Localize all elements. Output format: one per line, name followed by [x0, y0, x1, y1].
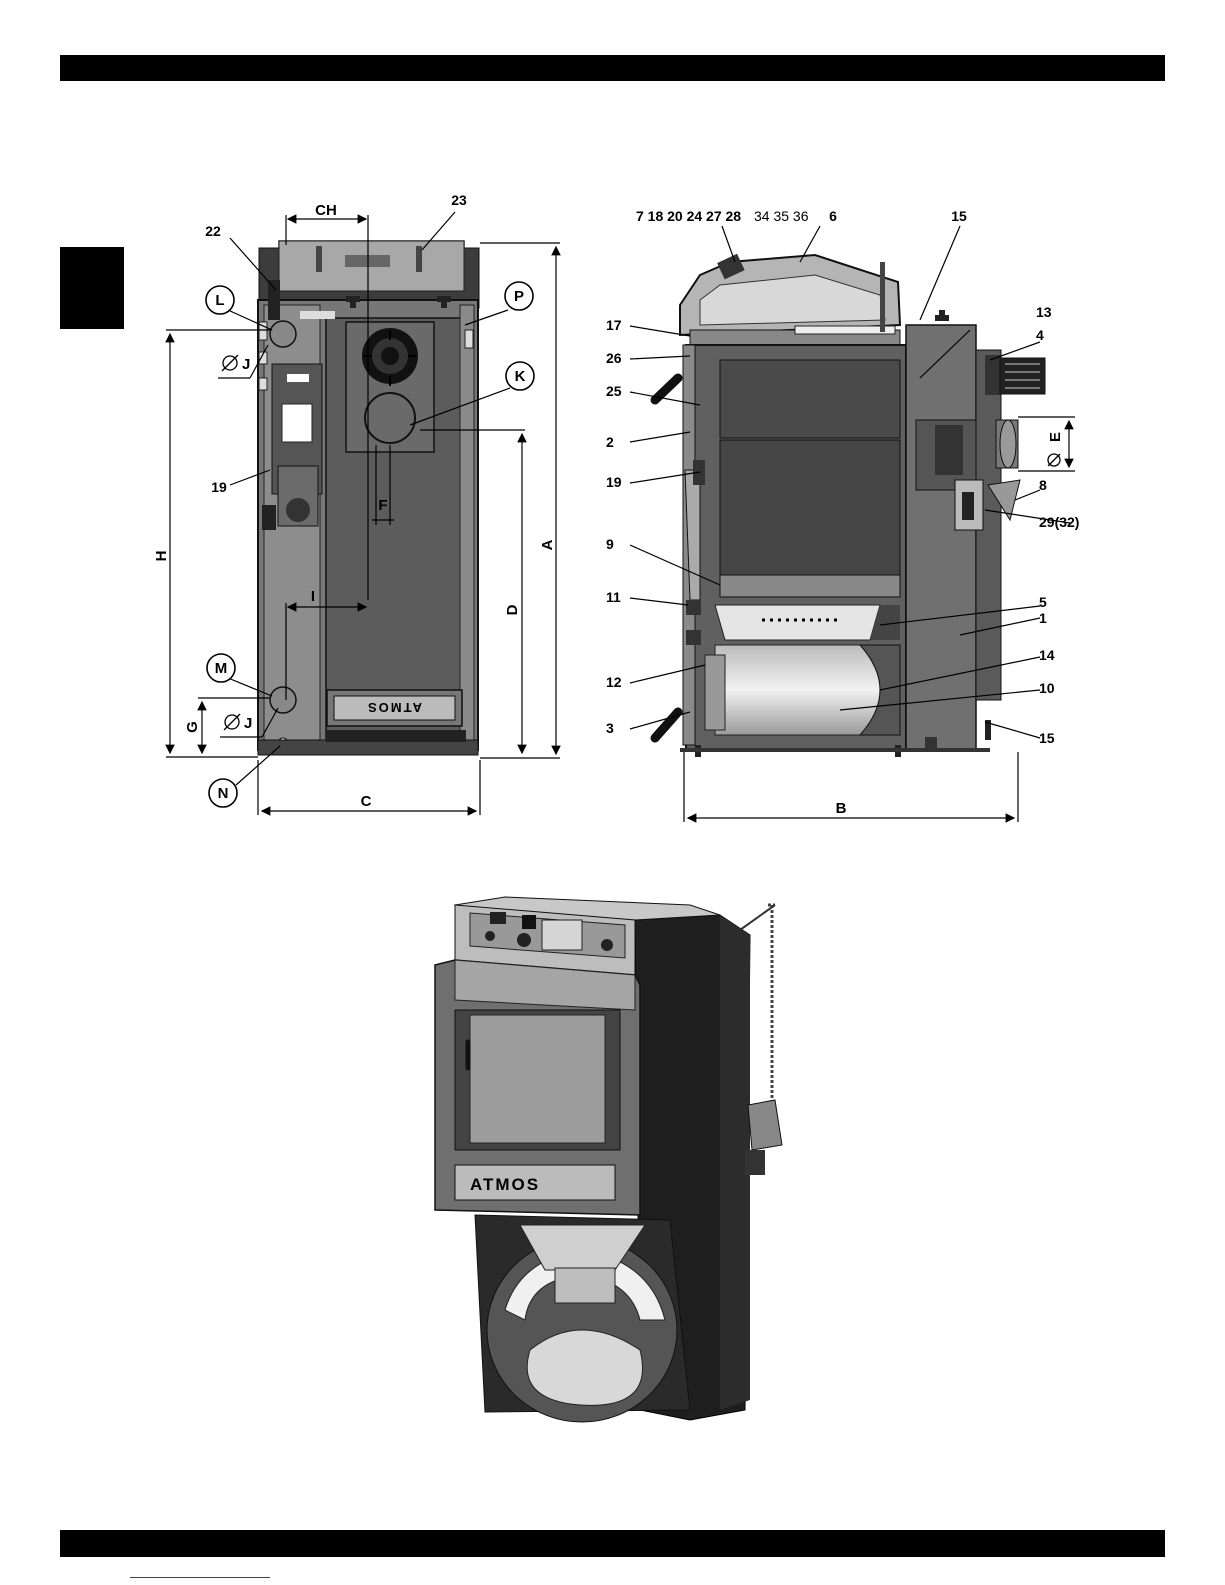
dim-ch: CH: [315, 202, 337, 219]
svg-text:L: L: [215, 292, 224, 309]
callout-5: 5: [1039, 594, 1047, 610]
callout-22: 22: [205, 223, 221, 239]
dim-c: C: [361, 793, 372, 810]
callout-3: 3: [606, 720, 614, 736]
perspective-brand-text: ATMOS: [470, 1175, 540, 1194]
callout-8: 8: [1039, 477, 1047, 493]
dim-j-bottom: J: [244, 715, 252, 732]
svg-text:N: N: [218, 785, 229, 802]
callout-top-group-bold: 7 18 20 24 27 28: [636, 208, 741, 224]
callout-6: 6: [829, 208, 837, 224]
callout-15-bottom: 15: [1039, 730, 1055, 746]
callout-15-top: 15: [951, 208, 967, 224]
svg-text:P: P: [514, 288, 524, 305]
callout-12: 12: [606, 674, 622, 690]
callout-10: 10: [1039, 680, 1055, 696]
callout-19-front: 19: [211, 479, 227, 495]
dim-b: B: [836, 800, 847, 817]
callout-11: 11: [606, 589, 621, 605]
diameter-j-top: J: [222, 355, 250, 373]
callout-top-group-normal: 34 35 36: [754, 208, 809, 224]
callout-29-32: 29(32): [1039, 514, 1079, 530]
dim-e: E: [1047, 432, 1064, 442]
callout-9: 9: [606, 536, 614, 552]
diameter-e: E: [1047, 432, 1064, 466]
dim-g: G: [184, 721, 201, 733]
circle-p: P: [505, 282, 533, 310]
callout-4: 4: [1036, 327, 1044, 343]
dim-j-top: J: [242, 356, 250, 373]
callout-13: 13: [1036, 304, 1052, 320]
svg-text:M: M: [215, 660, 228, 677]
callout-2: 2: [606, 434, 614, 450]
diameter-j-bottom: J: [224, 714, 252, 732]
dim-i: I: [311, 588, 315, 605]
callout-17: 17: [606, 317, 622, 333]
perspective-view: ATMOS: [435, 897, 782, 1422]
callout-14: 14: [1039, 647, 1055, 663]
callout-26: 26: [606, 350, 622, 366]
brand-plate-text: ATMOS: [366, 700, 422, 715]
circle-l: L: [206, 286, 234, 314]
callout-23: 23: [451, 192, 467, 208]
callout-25: 25: [606, 383, 622, 399]
side-view: [655, 254, 1045, 757]
dim-f: F: [378, 497, 387, 514]
circle-k: K: [506, 362, 534, 390]
dim-a: A: [539, 539, 556, 550]
callout-19-side: 19: [606, 474, 622, 490]
callout-1: 1: [1039, 610, 1047, 626]
dim-d: D: [504, 604, 521, 615]
circle-m: M: [207, 654, 235, 682]
svg-text:K: K: [515, 368, 526, 385]
circle-n: N: [209, 779, 237, 807]
footer-link-underline: [130, 1577, 270, 1578]
footer-bar: [60, 1530, 1165, 1557]
dim-h: H: [153, 551, 170, 562]
